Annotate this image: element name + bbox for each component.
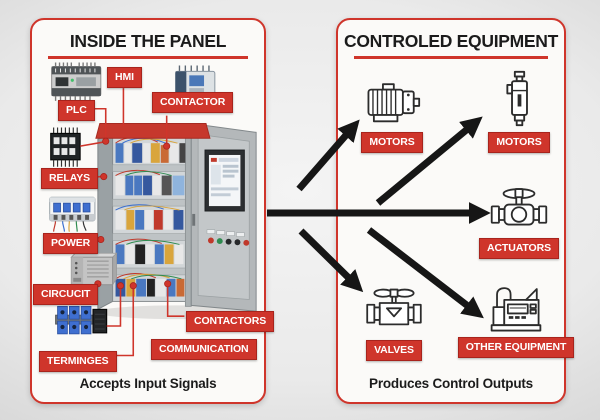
equipment-actuators: ACTUATORS bbox=[477, 186, 561, 259]
label-contactor: CONTACTOR bbox=[152, 92, 234, 113]
left-title-underline bbox=[48, 56, 248, 59]
terminal-blocks-image bbox=[55, 305, 108, 335]
right-title-underline bbox=[353, 56, 549, 59]
relay-image bbox=[50, 127, 81, 167]
door-handle bbox=[192, 213, 196, 226]
label-hmi: HMI bbox=[107, 67, 142, 88]
door-buttons bbox=[206, 229, 250, 246]
label-circuit: CIRCUCIT bbox=[33, 284, 99, 305]
cabinet-red-bar bbox=[95, 123, 211, 139]
circuit-breaker-image bbox=[49, 196, 96, 232]
din-rail-components bbox=[115, 136, 186, 297]
valve-icon bbox=[366, 288, 422, 326]
label-plc: PLC bbox=[58, 100, 95, 121]
controlled-equipment-section: CONTROLED EQUIPMENT MOTORS bbox=[336, 18, 575, 404]
hmi-screen bbox=[204, 149, 245, 212]
label-actuators: ACTUATORS bbox=[478, 238, 560, 259]
electric-motor-icon bbox=[367, 83, 421, 123]
equipment-motors-left: MOTORS bbox=[348, 82, 436, 153]
inside-panel-section: INSIDE THE PANEL bbox=[30, 18, 275, 404]
label-contactors: CONTACTORS bbox=[186, 311, 275, 332]
cabinet-door bbox=[190, 122, 257, 312]
equipment-other: OTHER EQUIPMENT bbox=[457, 283, 575, 358]
label-power: POWER bbox=[43, 233, 99, 254]
actuator-valve-icon bbox=[490, 188, 548, 226]
plc-module-image bbox=[51, 62, 102, 101]
callout-dots bbox=[94, 137, 172, 290]
power-supply-image bbox=[70, 252, 118, 287]
right-caption: Produces Control Outputs bbox=[369, 376, 533, 391]
right-panel-title: CONTROLED EQUIPMENT bbox=[343, 31, 559, 51]
label-terminges: TERMINGES bbox=[39, 351, 117, 372]
industrial-equipment-icon bbox=[490, 287, 542, 332]
label-communication: COMMUNICATION bbox=[151, 339, 257, 360]
panel-illustration bbox=[49, 62, 259, 357]
label-motors-right: MOTORS bbox=[488, 132, 550, 153]
left-caption: Accepts Input Signals bbox=[79, 376, 217, 391]
equipment-valves: VALVES bbox=[352, 286, 436, 361]
label-valves: VALVES bbox=[366, 340, 422, 361]
left-panel-title: INSIDE THE PANEL bbox=[69, 31, 227, 51]
label-motors-left: MOTORS bbox=[361, 132, 423, 153]
label-other-equipment: OTHER EQUIPMENT bbox=[457, 337, 575, 358]
label-relays: RELAYS bbox=[41, 168, 99, 189]
equipment-motors-right: MOTORS bbox=[479, 70, 559, 153]
solenoid-motor-icon bbox=[505, 70, 528, 127]
